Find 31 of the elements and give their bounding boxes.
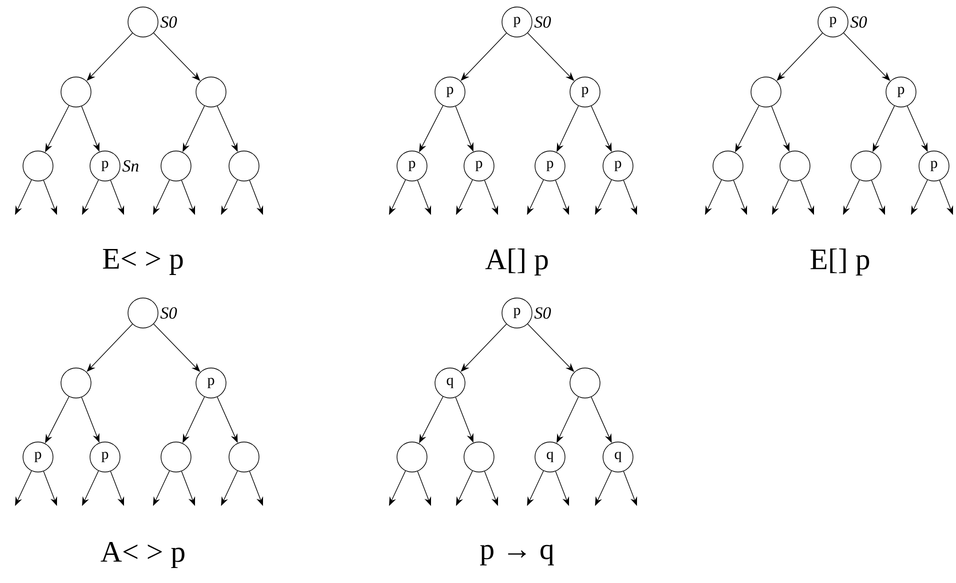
state-circle (712, 150, 744, 182)
state-circle (196, 76, 226, 108)
state-circle (160, 150, 192, 182)
state-label: S0 (850, 16, 867, 28)
arrow (460, 324, 507, 372)
state-circle (60, 368, 92, 398)
formula-caption: A[] p (485, 248, 548, 276)
state-label: S0 (534, 307, 551, 319)
formula-caption: E[] p (810, 248, 870, 276)
state-circle (228, 150, 260, 182)
state-circle (780, 150, 810, 182)
state-circle (60, 76, 92, 108)
state-circle (22, 150, 54, 182)
arrow (86, 324, 133, 372)
state-label: S0 (160, 307, 177, 319)
formula-caption: p → q (480, 544, 554, 566)
state-label: S0 (534, 16, 551, 28)
state-circle (850, 150, 882, 182)
formula-caption: E< > p (102, 249, 183, 275)
state-label: Sn (122, 160, 138, 172)
formula-caption: A< > p (100, 542, 184, 568)
state-circle (396, 442, 428, 472)
state-circle (160, 442, 192, 472)
state-label: S0 (160, 16, 177, 28)
arrow (460, 32, 507, 81)
state-circle (464, 442, 494, 472)
arrow (776, 32, 823, 81)
arrow (86, 32, 133, 81)
state-circle (228, 442, 260, 472)
state-circle (750, 76, 782, 108)
state-circle (570, 368, 600, 398)
